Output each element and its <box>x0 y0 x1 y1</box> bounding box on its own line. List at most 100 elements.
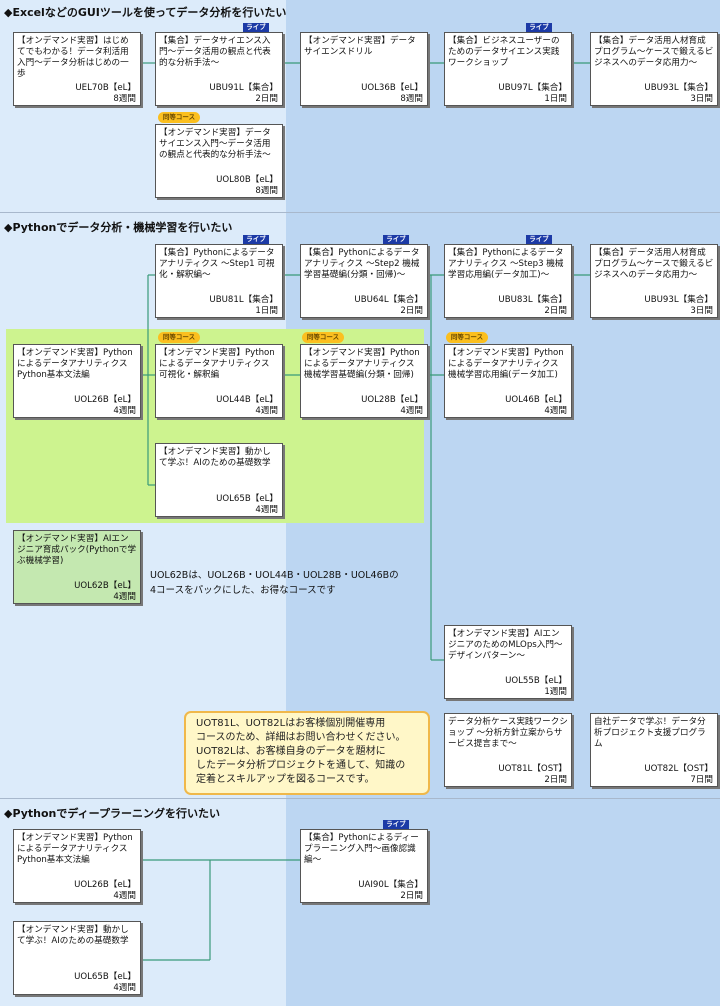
course-card-uot82l[interactable]: 自社データで学ぶ！データ分析プロジェクト支援プログラム UOT82L【OST】 … <box>590 713 718 787</box>
course-duration: 4週間 <box>255 406 278 416</box>
course-card-ubu91l[interactable]: 【集合】データサイエンス入門～データ活用の観点と代表的な分析手法～ UBU91L… <box>155 32 283 106</box>
equivalent-course-badge: 同等コース <box>446 332 488 343</box>
course-title: 【オンデマンド実習】Pythonによるデータアナリティクス 可視化・解釈編 <box>159 348 275 380</box>
course-duration: 4週間 <box>113 891 136 901</box>
course-duration: 3日間 <box>690 94 713 104</box>
divider-1 <box>0 212 720 213</box>
course-code: UOL65B【eL】 <box>216 494 278 504</box>
course-duration: 4週間 <box>255 505 278 515</box>
course-card-ubu93l[interactable]: 【集合】データ活用人材育成プログラム～ケースで鍛えるビジネスへのデータ応用力～ … <box>590 32 718 106</box>
course-duration: 1日間 <box>544 94 567 104</box>
course-code: UAI90L【集合】 <box>358 880 423 890</box>
live-badge: ライブ <box>243 23 269 32</box>
course-code: UOL44B【eL】 <box>216 395 278 405</box>
course-duration: 2日間 <box>544 775 567 785</box>
course-card-uel70b[interactable]: 【オンデマンド実習】はじめてでもわかる！データ利活用入門～データ分析はじめの一歩… <box>13 32 141 106</box>
course-title: 【オンデマンド実習】AIエンジニア育成パック(Pythonで学ぶ機械学習) <box>17 534 137 566</box>
section-heading-deep-learning: ◆Pythonでディープラーニングを行いたい <box>4 807 220 820</box>
course-title: 【集合】Pythonによるデータアナリティクス ～Step3 機械学習応用編(デ… <box>448 248 564 280</box>
course-duration: 2日間 <box>544 306 567 316</box>
equivalent-course-badge: 同等コース <box>158 112 200 123</box>
section-heading-python-ml: ◆Pythonでデータ分析・機械学習を行いたい <box>4 221 233 234</box>
course-title: 【オンデマンド実習】AIエンジニアのためのMLOps入門～デザインパターン～ <box>448 629 563 661</box>
course-code: UBU64L【集合】 <box>354 295 423 305</box>
course-title: 【オンデマンド実習】データサイエンスドリル <box>304 36 416 57</box>
course-card-ubu64l[interactable]: 【集合】Pythonによるデータアナリティクス ～Step2 機械学習基礎編(分… <box>300 244 428 318</box>
course-title: 【集合】データ活用人材育成プログラム～ケースで鍛えるビジネスへのデータ応用力～ <box>594 248 714 280</box>
course-code: UOL62B【eL】 <box>74 581 136 591</box>
course-code: UOL55B【eL】 <box>505 676 567 686</box>
course-code: UOL26B【eL】 <box>74 395 136 405</box>
course-code: UOL36B【eL】 <box>361 83 423 93</box>
course-code: UOL80B【eL】 <box>216 175 278 185</box>
course-duration: 4週間 <box>113 406 136 416</box>
course-code: UBU91L【集合】 <box>209 83 278 93</box>
course-duration: 8週間 <box>113 94 136 104</box>
course-title: データ分析ケース実践ワークショップ ～分析方針立案からサービス提言まで～ <box>448 717 568 749</box>
course-card-uai90l[interactable]: 【集合】Pythonによるディープラーニング入門～画像認識編～ UAI90L【集… <box>300 829 428 903</box>
pack-note-line: UOL62Bは、UOL26B・UOL44B・UOL28B・UOL46Bの <box>150 570 399 581</box>
course-code: UOL46B【eL】 <box>505 395 567 405</box>
course-title: 【オンデマンド実習】Pythonによるデータアナリティクス 機械学習基礎編(分類… <box>304 348 420 380</box>
course-card-uol28b[interactable]: 【オンデマンド実習】Pythonによるデータアナリティクス 機械学習基礎編(分類… <box>300 344 428 418</box>
note-line: コースのため、詳細はお問い合わせください。 <box>196 732 406 743</box>
pack-note: UOL62Bは、UOL26B・UOL44B・UOL28B・UOL46Bの 4コー… <box>150 568 399 598</box>
course-card-ubu83l[interactable]: 【集合】Pythonによるデータアナリティクス ～Step3 機械学習応用編(デ… <box>444 244 572 318</box>
course-title: 【オンデマンド実習】Pythonによるデータアナリティクス Python基本文法… <box>17 348 133 380</box>
course-title: 【集合】Pythonによるディープラーニング入門～画像認識編～ <box>304 833 419 865</box>
course-title: 【オンデマンド実習】Pythonによるデータアナリティクス 機械学習応用編(デー… <box>448 348 564 380</box>
course-card-uol80b[interactable]: 【オンデマンド実習】データサイエンス入門～データ活用の観点と代表的な分析手法～ … <box>155 124 283 198</box>
course-code: UOT82L【OST】 <box>644 764 713 774</box>
course-code: UOL28B【eL】 <box>361 395 423 405</box>
course-card-uol62b[interactable]: 【オンデマンド実習】AIエンジニア育成パック(Pythonで学ぶ機械学習) UO… <box>13 530 141 604</box>
note-line: 定着とスキルアップを図るコースです。 <box>196 774 375 785</box>
course-card-ubu81l[interactable]: 【集合】Pythonによるデータアナリティクス ～Step1 可視化・解釈編～ … <box>155 244 283 318</box>
course-duration: 8週間 <box>400 94 423 104</box>
course-card-uol65b-dl[interactable]: 【オンデマンド実習】動かして学ぶ！AIのための基礎数学 UOL65B【eL】 4… <box>13 921 141 995</box>
course-title: 【集合】データサイエンス入門～データ活用の観点と代表的な分析手法～ <box>159 36 271 68</box>
course-code: UBU81L【集合】 <box>209 295 278 305</box>
course-duration: 3日間 <box>690 306 713 316</box>
course-title: 【オンデマンド実習】動かして学ぶ！AIのための基礎数学 <box>159 447 271 468</box>
section-heading-gui: ◆ExcelなどのGUIツールを使ってデータ分析を行いたい <box>4 6 287 19</box>
course-duration: 2日間 <box>255 94 278 104</box>
course-duration: 4週間 <box>544 406 567 416</box>
course-title: 【オンデマンド実習】動かして学ぶ！AIのための基礎数学 <box>17 925 129 946</box>
course-card-uol26b-dl[interactable]: 【オンデマンド実習】Pythonによるデータアナリティクス Python基本文法… <box>13 829 141 903</box>
course-code: UBU93L【集合】 <box>644 83 713 93</box>
course-card-uol65b[interactable]: 【オンデマンド実習】動かして学ぶ！AIのための基礎数学 UOL65B【eL】 4… <box>155 443 283 517</box>
course-card-uot81l[interactable]: データ分析ケース実践ワークショップ ～分析方針立案からサービス提言まで～ UOT… <box>444 713 572 787</box>
course-title: 【集合】Pythonによるデータアナリティクス ～Step2 機械学習基礎編(分… <box>304 248 420 280</box>
course-card-uol55b[interactable]: 【オンデマンド実習】AIエンジニアのためのMLOps入門～デザインパターン～ U… <box>444 625 572 699</box>
course-duration: 1週間 <box>544 687 567 697</box>
live-badge: ライブ <box>526 235 552 244</box>
course-duration: 4週間 <box>113 592 136 602</box>
course-code: UBU97L【集合】 <box>498 83 567 93</box>
course-duration: 8週間 <box>255 186 278 196</box>
course-code: UEL70B【eL】 <box>75 83 136 93</box>
course-title: 【オンデマンド実習】はじめてでもわかる！データ利活用入門～データ分析はじめの一歩 <box>17 36 129 79</box>
live-badge: ライブ <box>526 23 552 32</box>
divider-2 <box>0 798 720 799</box>
live-badge: ライブ <box>243 235 269 244</box>
course-title: 【オンデマンド実習】Pythonによるデータアナリティクス Python基本文法… <box>17 833 133 865</box>
course-card-uol26b[interactable]: 【オンデマンド実習】Pythonによるデータアナリティクス Python基本文法… <box>13 344 141 418</box>
course-title: 【集合】Pythonによるデータアナリティクス ～Step1 可視化・解釈編～ <box>159 248 275 280</box>
course-code: UOT81L【OST】 <box>498 764 567 774</box>
course-card-ubu93l-python[interactable]: 【集合】データ活用人材育成プログラム～ケースで鍛えるビジネスへのデータ応用力～ … <box>590 244 718 318</box>
pack-note-line: 4コースをパックにした、お得なコースです <box>150 585 336 596</box>
course-duration: 4週間 <box>400 406 423 416</box>
course-card-uol36b[interactable]: 【オンデマンド実習】データサイエンスドリル UOL36B【eL】 8週間 <box>300 32 428 106</box>
course-card-uol46b[interactable]: 【オンデマンド実習】Pythonによるデータアナリティクス 機械学習応用編(デー… <box>444 344 572 418</box>
note-line: UOT81L、UOT82Lはお客様個別開催専用 <box>196 718 386 729</box>
course-card-ubu97l[interactable]: 【集合】ビジネスユーザーのためのデータサイエンス実践ワークショップ UBU97L… <box>444 32 572 106</box>
live-badge: ライブ <box>383 820 409 829</box>
course-title: 【集合】データ活用人材育成プログラム～ケースで鍛えるビジネスへのデータ応用力～ <box>594 36 714 68</box>
course-code: UOL65B【eL】 <box>74 972 136 982</box>
equivalent-course-badge: 同等コース <box>302 332 344 343</box>
course-card-uol44b[interactable]: 【オンデマンド実習】Pythonによるデータアナリティクス 可視化・解釈編 UO… <box>155 344 283 418</box>
course-duration: 1日間 <box>255 306 278 316</box>
course-code: UOL26B【eL】 <box>74 880 136 890</box>
note-line: したデータ分析プロジェクトを通して、知識の <box>196 760 406 771</box>
